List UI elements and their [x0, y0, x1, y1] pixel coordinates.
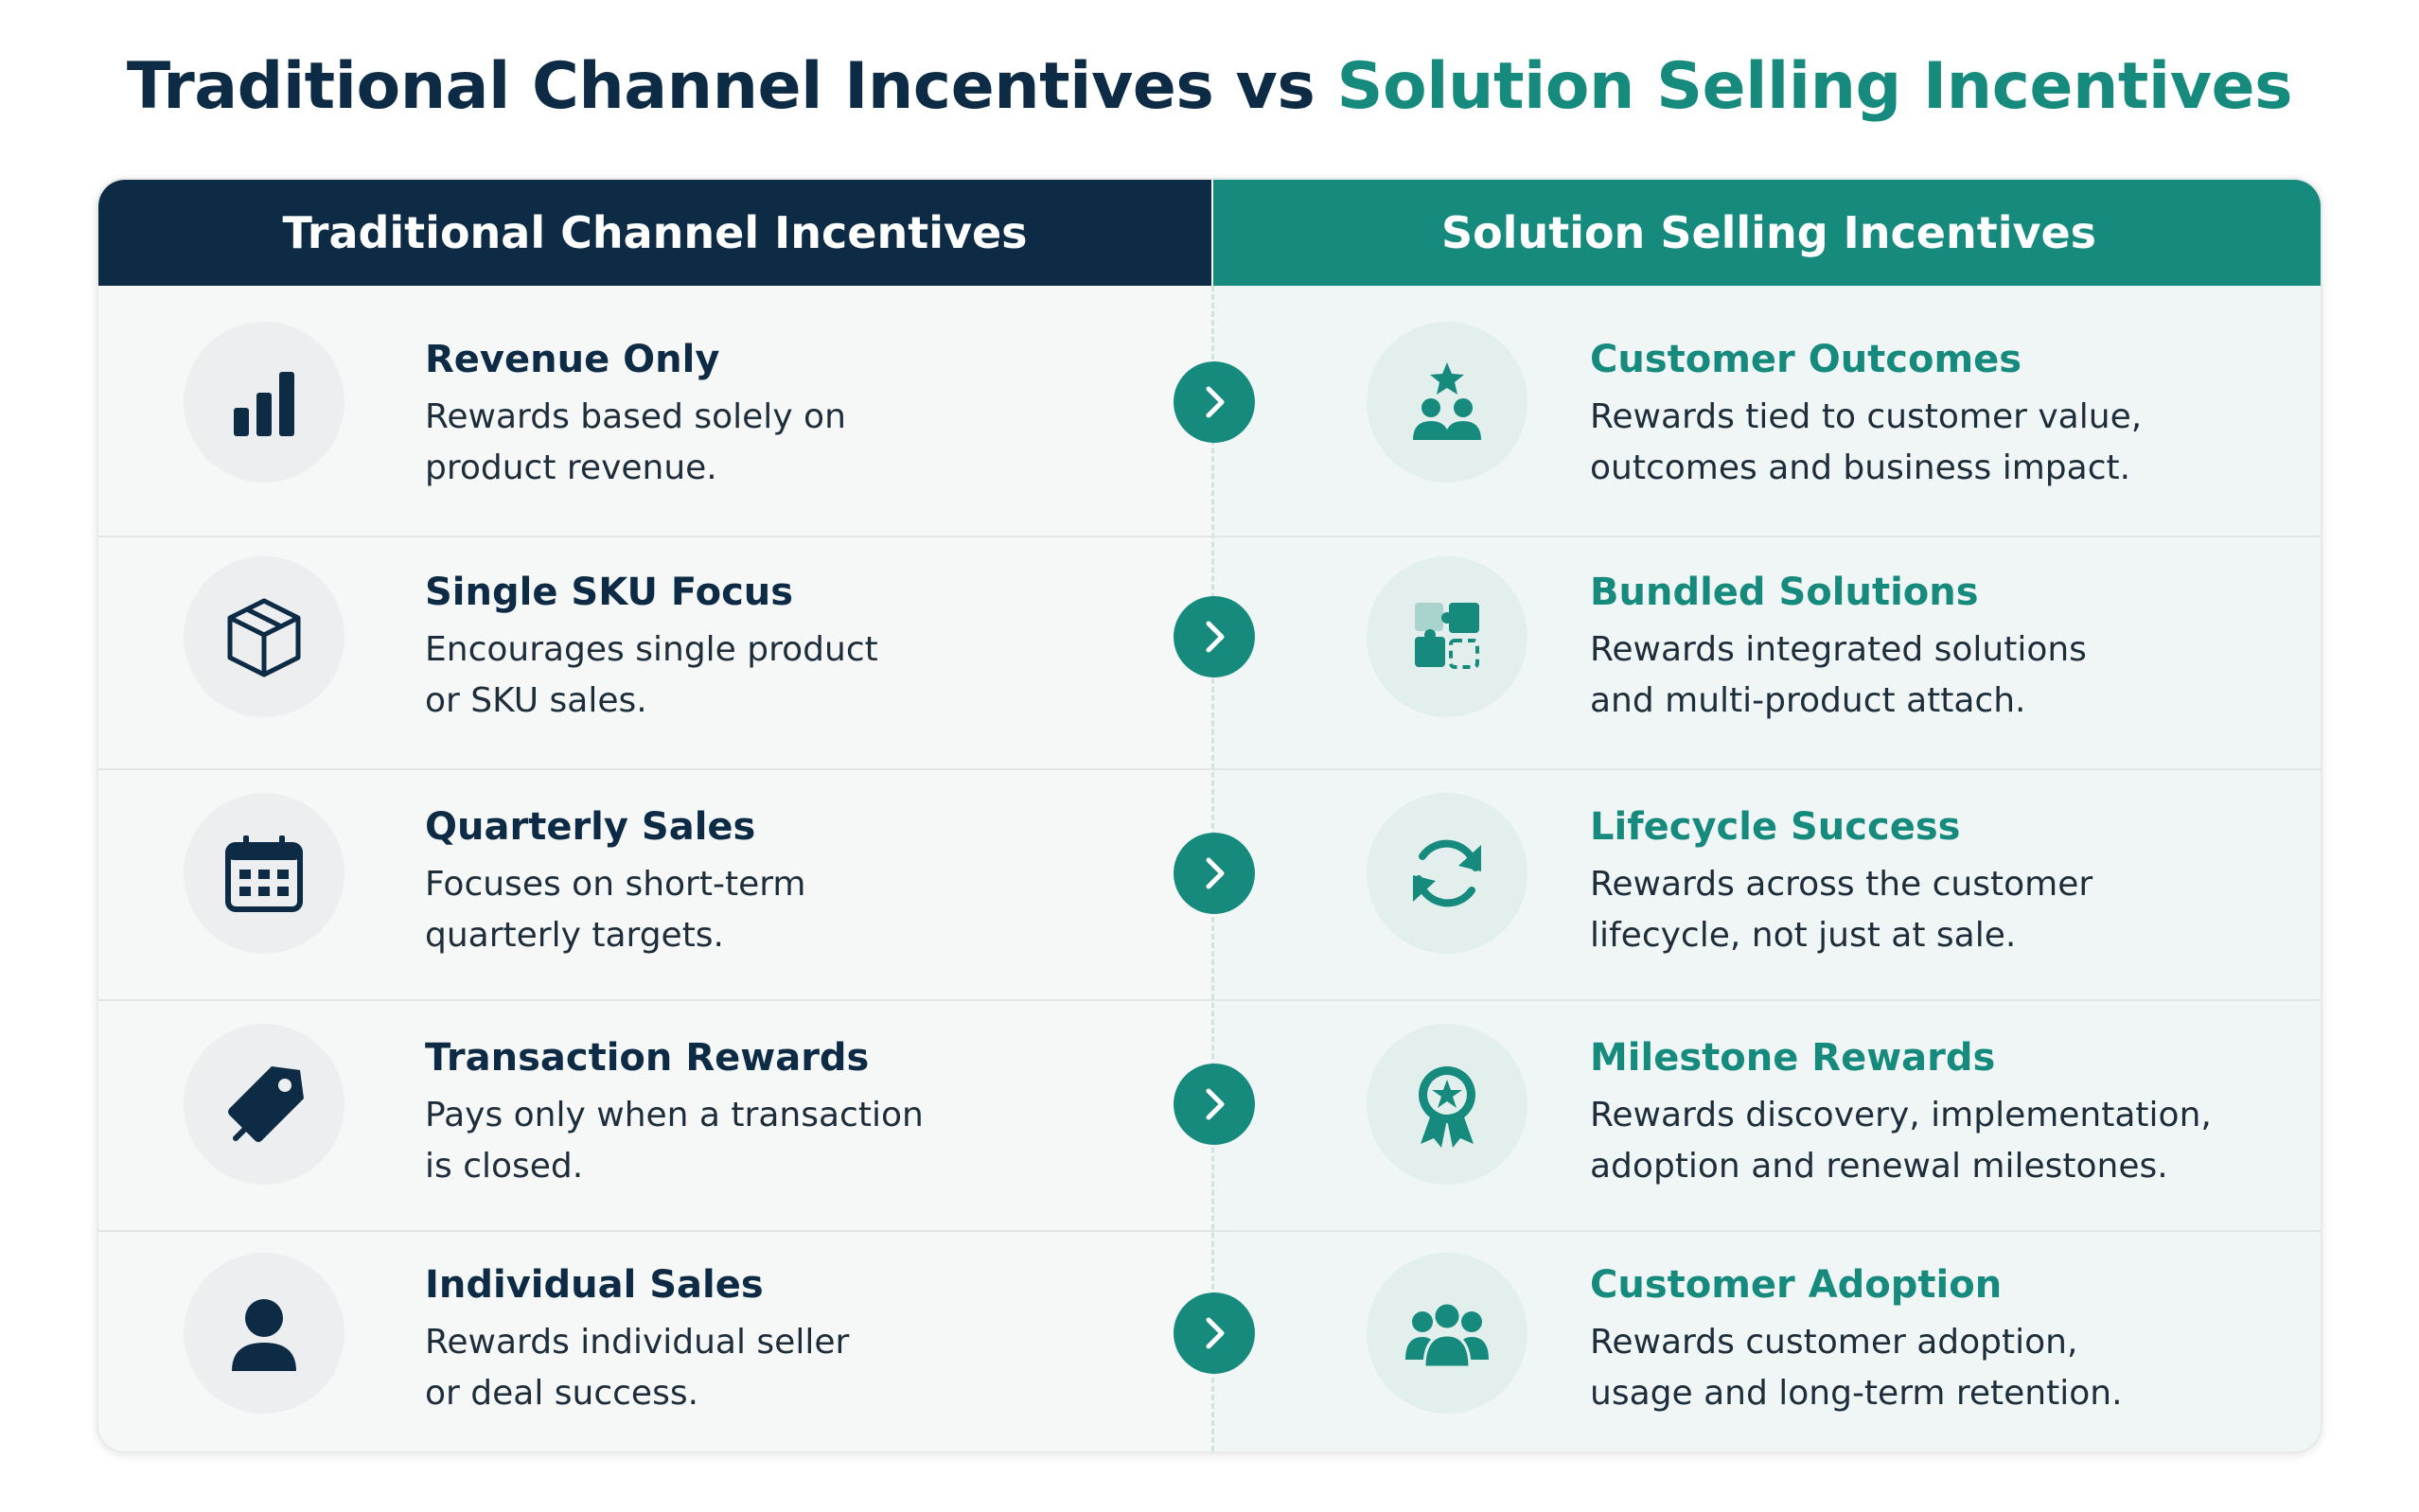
right-item-title: Lifecycle Success — [1590, 805, 1961, 849]
chevron-right-icon — [1174, 1292, 1255, 1374]
left-item-text: Single SKU Focus Encourages single produ… — [425, 568, 1144, 727]
left-item-text: Individual Sales Rewards individual sell… — [425, 1260, 1144, 1419]
right-item-text: Customer Adoption Rewards customer adopt… — [1590, 1260, 2309, 1419]
left-item-text: Transaction Rewards Pays only when a tra… — [425, 1033, 1144, 1192]
right-item-title: Bundled Solutions — [1590, 571, 1979, 614]
refresh-icon — [1367, 793, 1527, 954]
right-item-description: Rewards discovery, implementation,adopti… — [1590, 1096, 2212, 1186]
comparison-row-individual: Individual Sales Rewards individual sell… — [98, 1232, 2321, 1451]
row-separator — [98, 768, 2321, 770]
right-item-text: Bundled Solutions Rewards integrated sol… — [1590, 568, 2309, 727]
row-separator — [98, 999, 2321, 1001]
customer-star-icon — [1367, 322, 1527, 483]
left-item-title: Revenue Only — [425, 338, 720, 381]
right-item-text: Milestone Rewards Rewards discovery, imp… — [1590, 1033, 2309, 1192]
row-separator — [98, 1230, 2321, 1232]
person-icon — [184, 1253, 344, 1414]
right-column-header: Solution Selling Incentives — [1213, 180, 2321, 286]
award-badge-icon — [1367, 1024, 1527, 1185]
right-item-description: Rewards customer adoption,usage and long… — [1590, 1323, 2123, 1413]
chevron-right-icon — [1174, 1064, 1255, 1145]
chevron-right-icon — [1174, 833, 1255, 914]
right-item-title: Milestone Rewards — [1590, 1036, 1996, 1080]
comparison-row-transaction: Transaction Rewards Pays only when a tra… — [98, 1001, 2321, 1234]
right-item-title: Customer Adoption — [1590, 1263, 2003, 1307]
chevron-right-icon — [1174, 361, 1255, 443]
row-separator — [98, 536, 2321, 537]
box-icon — [184, 556, 344, 717]
left-item-title: Quarterly Sales — [425, 805, 756, 849]
left-item-title: Single SKU Focus — [425, 571, 794, 614]
chevron-right-icon — [1174, 596, 1255, 677]
right-item-text: Lifecycle Success Rewards across the cus… — [1590, 802, 2309, 961]
puzzle-icon — [1367, 556, 1527, 717]
bar-chart-icon — [184, 322, 344, 483]
left-column-header: Traditional Channel Incentives — [98, 180, 1211, 286]
title-teal-part: Solution Selling Incentives — [1336, 49, 2293, 124]
comparison-row-sku: Single SKU Focus Encourages single produ… — [98, 537, 2321, 770]
right-item-text: Customer Outcomes Rewards tied to custom… — [1590, 335, 2309, 494]
page-title: Traditional Channel Incentives vs Soluti… — [0, 49, 2419, 124]
calendar-icon — [184, 793, 344, 954]
comparison-table: Traditional Channel Incentives Solution … — [97, 178, 2322, 1453]
left-item-title: Transaction Rewards — [425, 1036, 870, 1080]
left-item-title: Individual Sales — [425, 1263, 764, 1307]
tag-icon — [184, 1024, 344, 1185]
title-dark-part: Traditional Channel Incentives vs — [126, 49, 1315, 124]
right-item-title: Customer Outcomes — [1590, 338, 2022, 381]
group-icon — [1367, 1253, 1527, 1414]
right-item-description: Rewards tied to customer value,outcomes … — [1590, 397, 2143, 487]
